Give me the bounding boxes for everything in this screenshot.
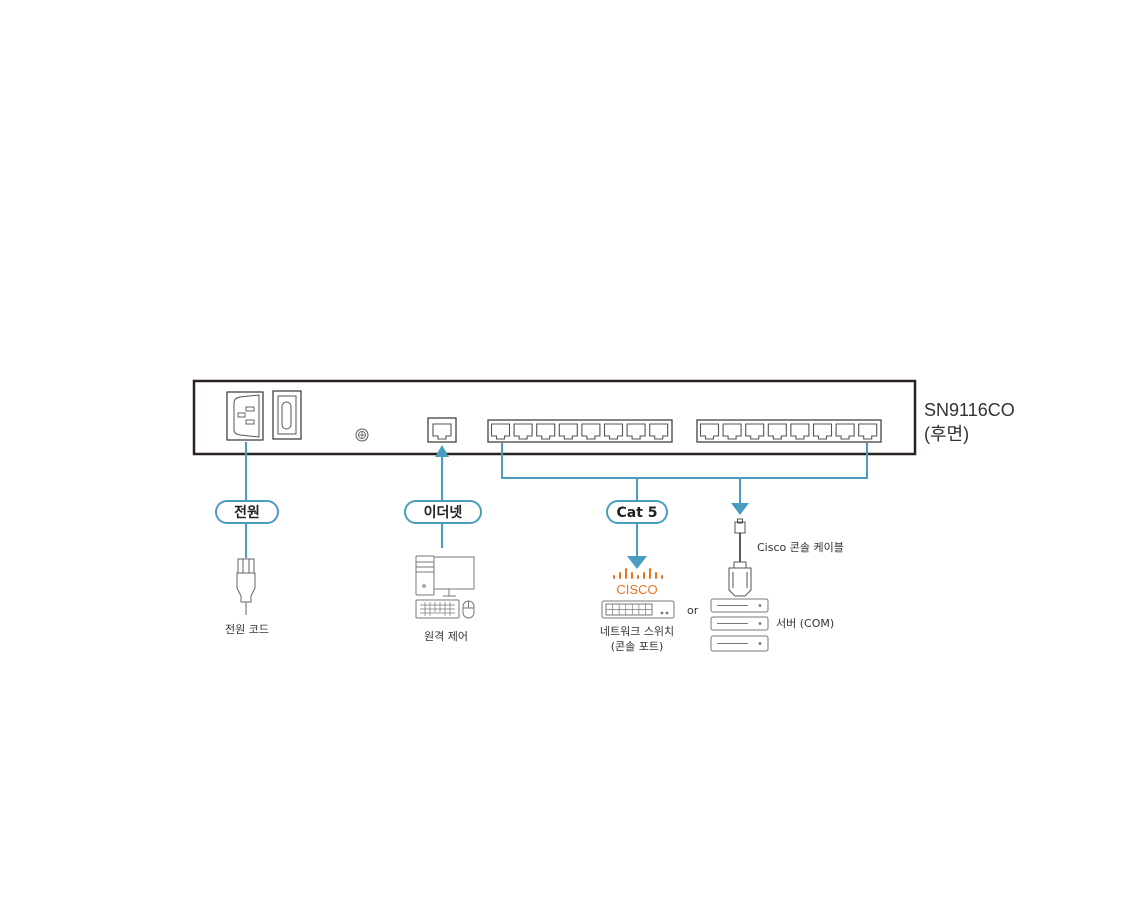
serial-port-bank-1 xyxy=(487,419,673,443)
cat5-pill-label: Cat 5 xyxy=(616,505,657,521)
cisco-logo-bar xyxy=(649,568,651,579)
cat5-arrow-icon xyxy=(627,556,647,569)
power-cord-label: 전원 코드 xyxy=(225,623,269,636)
cisco-logo-text: CISCO xyxy=(616,582,657,597)
power-pill-label: 전원 xyxy=(234,504,260,521)
cisco-logo-bar xyxy=(655,572,657,579)
ground-screw-icon xyxy=(355,428,369,442)
device-view: (후면) xyxy=(924,424,969,444)
serial-bus-line xyxy=(501,443,868,479)
console-cable-icon xyxy=(728,518,752,597)
cisco-logo-bar xyxy=(625,568,627,579)
device-rear-panel xyxy=(192,379,917,456)
serial-port-bank-2 xyxy=(696,419,882,443)
server-stack-icon xyxy=(710,598,769,652)
ethernet-pill-label: 이더넷 xyxy=(424,504,463,521)
cisco-logo-bar xyxy=(631,572,633,579)
cisco-logo-bar xyxy=(643,572,645,579)
cisco-logo-bar xyxy=(619,572,621,579)
network-switch-icon xyxy=(601,600,675,619)
power-switch xyxy=(272,390,302,440)
cisco-logo-bar xyxy=(661,575,663,579)
server-com-label: 서버 (COM) xyxy=(776,617,834,630)
cisco-logo-bar xyxy=(637,575,639,579)
device-model: SN9116CO xyxy=(924,400,1015,420)
cisco-logo-bar xyxy=(613,575,615,579)
remote-control-label: 원격 제어 xyxy=(424,630,468,643)
console-arrow-icon xyxy=(731,503,749,515)
console-port-label: (콘솔 포트) xyxy=(611,640,664,653)
power-pill: 전원 xyxy=(215,500,279,524)
ethernet-port xyxy=(427,417,457,443)
computer-icon xyxy=(415,555,475,619)
cat5-pill: Cat 5 xyxy=(606,500,668,524)
console-cable-label: Cisco 콘솔 케이블 xyxy=(757,541,844,554)
ethernet-arrow-icon xyxy=(435,445,449,457)
power-plug-icon xyxy=(236,558,256,615)
ethernet-pill: 이더넷 xyxy=(404,500,482,524)
network-switch-label: 네트워크 스위치 xyxy=(600,625,674,638)
cisco-logo xyxy=(613,568,663,579)
power-inlet xyxy=(226,391,264,441)
or-text: or xyxy=(687,604,699,617)
